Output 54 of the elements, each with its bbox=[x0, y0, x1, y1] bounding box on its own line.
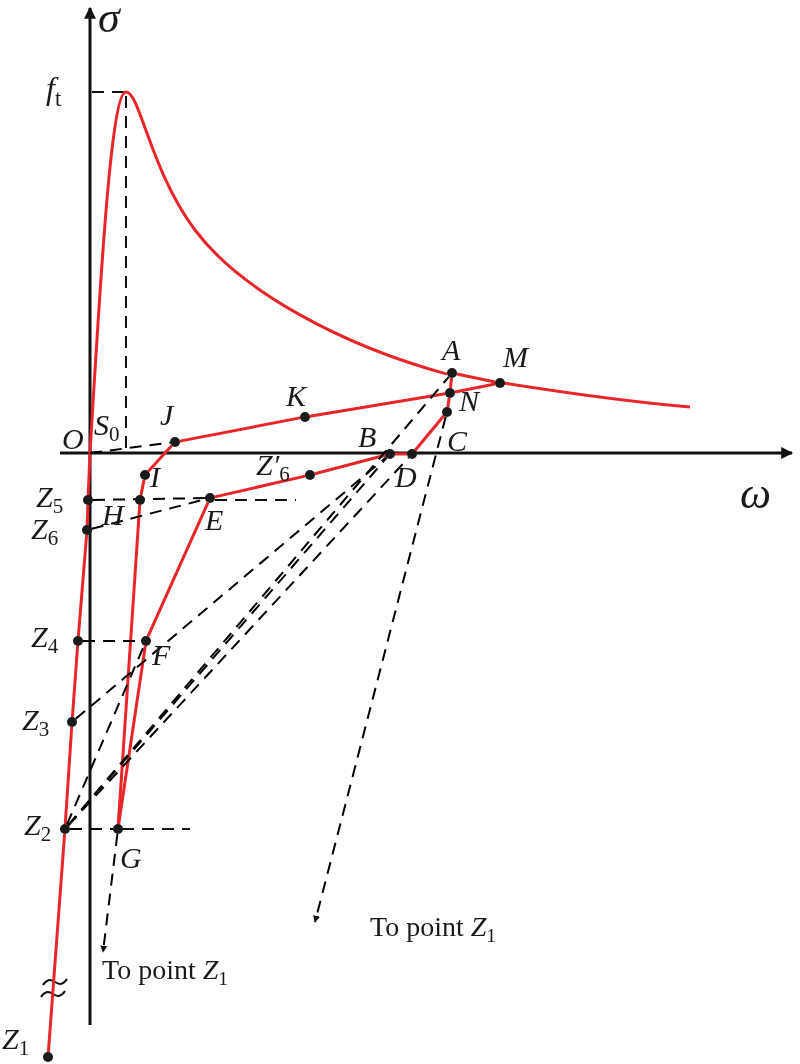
point-label: K bbox=[286, 381, 306, 411]
dashed-line bbox=[89, 441, 171, 454]
curve-segment bbox=[85, 504, 90, 526]
curve-segment bbox=[63, 726, 74, 825]
point-label: H bbox=[102, 500, 124, 530]
curve-segment bbox=[117, 645, 147, 825]
point-label: To point Z$_{1}$ bbox=[102, 955, 229, 991]
dashed-line bbox=[69, 828, 114, 830]
point-label: D bbox=[395, 462, 417, 492]
point-label: S$_{0}$ bbox=[94, 410, 120, 446]
arrow bbox=[100, 833, 119, 953]
point-label: Z$_{2}$ bbox=[24, 810, 52, 849]
curve-segment bbox=[88, 90, 448, 454]
axis-label: ω bbox=[740, 472, 772, 516]
curve-segment bbox=[214, 474, 306, 499]
point-label: Z$_{4}$ bbox=[31, 622, 59, 661]
curve-segment bbox=[146, 502, 210, 637]
curve-segment bbox=[139, 479, 146, 496]
axis-label: σ bbox=[98, 0, 120, 40]
point-label: Z$_{3}$ bbox=[22, 705, 50, 744]
curve-segment bbox=[395, 452, 407, 456]
curve-segment bbox=[46, 833, 67, 1053]
point-label: B bbox=[358, 422, 377, 452]
axis-tick-label: f$_{t}$ bbox=[46, 72, 62, 111]
point-label: A bbox=[442, 335, 461, 365]
dashed-line bbox=[92, 497, 206, 501]
curve-segment bbox=[446, 397, 451, 408]
point-label: C bbox=[447, 426, 467, 456]
dashed-line bbox=[74, 456, 388, 720]
point-label: To point Z$_{1}$ bbox=[370, 912, 497, 948]
curve-segment bbox=[454, 382, 496, 394]
dashed-line bbox=[67, 375, 450, 827]
point-label: O bbox=[62, 424, 84, 454]
point-label: J bbox=[160, 400, 174, 430]
point-label: N bbox=[459, 386, 479, 416]
curve-segment bbox=[456, 372, 496, 384]
point-label: F bbox=[152, 640, 171, 670]
curve-segment bbox=[179, 416, 301, 443]
curve-segment bbox=[86, 452, 92, 496]
curve-segment bbox=[76, 534, 89, 637]
point-label: M bbox=[503, 342, 528, 372]
curve-segment bbox=[314, 453, 386, 476]
curve-segment bbox=[116, 504, 142, 825]
point-label: Z′$_{6}$ bbox=[256, 450, 290, 489]
curve-segment bbox=[309, 392, 446, 418]
point-label: G bbox=[120, 843, 142, 873]
curve-segment bbox=[414, 414, 445, 452]
curve-segment bbox=[147, 444, 173, 473]
point-label: I bbox=[150, 462, 160, 492]
point-label: Z$_{1}$ bbox=[2, 1024, 30, 1063]
arrow bbox=[313, 415, 447, 923]
curve-segment bbox=[449, 377, 453, 389]
point-label: E bbox=[205, 505, 224, 535]
curve-segment bbox=[70, 645, 80, 718]
